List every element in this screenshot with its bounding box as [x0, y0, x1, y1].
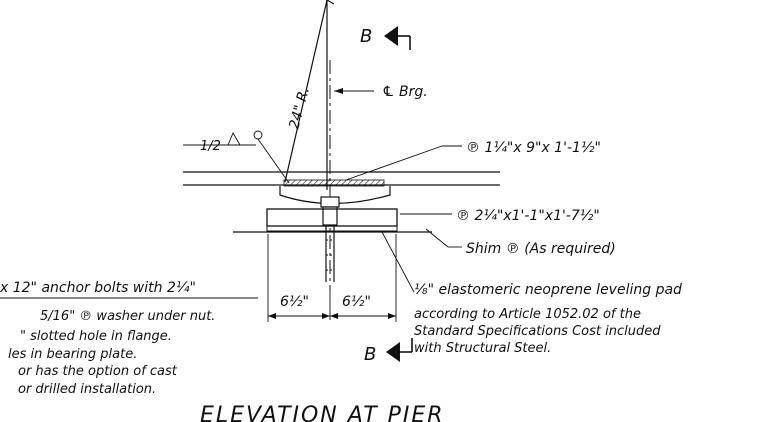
pad-leader [381, 231, 415, 293]
svg-text:5/16" ℗ washer under nut.: 5/16" ℗ washer under nut. [40, 309, 215, 324]
radius-label: 24" R. [286, 85, 313, 131]
svg-text:x 12" anchor bolts with 2¼": x 12" anchor bolts with 2¼" [0, 280, 196, 296]
top-plate-label: ℗ 1¼"x 9"x 1'-1½" [466, 140, 601, 156]
svg-text:or drilled installation.: or drilled installation. [18, 382, 156, 397]
svg-text:Standard Specifications Cost i: Standard Specifications Cost included [414, 324, 661, 339]
weld-symbol [183, 130, 290, 184]
dimension-right: 6½" [342, 294, 371, 310]
centerline-leader [334, 88, 374, 94]
bearing-plate [233, 208, 432, 233]
svg-text:B: B [364, 344, 376, 365]
centerline-label: ℄ Brg. [382, 84, 428, 100]
svg-text:with Structural Steel.: with Structural Steel. [414, 341, 551, 356]
radius-lines [284, 0, 335, 190]
svg-text:" slotted hole in flange.: " slotted hole in flange. [20, 329, 172, 344]
shim-leader [425, 228, 462, 248]
top-plate-leader [345, 145, 462, 181]
bearing-plate-label: ℗ 2¼"x1'-1"x1'-7½" [456, 208, 600, 224]
weld-label: 1/2 [200, 139, 221, 154]
drawing-title: ELEVATION AT PIER [200, 403, 445, 422]
svg-text:according to Article 1052.02 o: according to Article 1052.02 of the [414, 307, 641, 322]
shim-label: Shim ℗ (As required) [466, 241, 616, 257]
anchor-bolt [320, 196, 340, 282]
svg-text:B: B [360, 26, 372, 47]
pad-note: ⅛" elastomeric neoprene leveling pad acc… [414, 282, 682, 356]
svg-text:⅛" elastomeric neoprene leveli: ⅛" elastomeric neoprene leveling pad [414, 282, 682, 298]
dimension-lines [267, 234, 397, 322]
section-mark-bottom: B [364, 338, 413, 365]
dimension-left: 6½" [280, 294, 309, 310]
svg-text:les in bearing plate.: les in bearing plate. [8, 347, 137, 362]
anchor-note: x 12" anchor bolts with 2¼" 5/16" ℗ wash… [0, 280, 258, 397]
svg-text:or has the option of cast: or has the option of cast [18, 364, 178, 379]
section-mark-top: B [360, 26, 411, 50]
